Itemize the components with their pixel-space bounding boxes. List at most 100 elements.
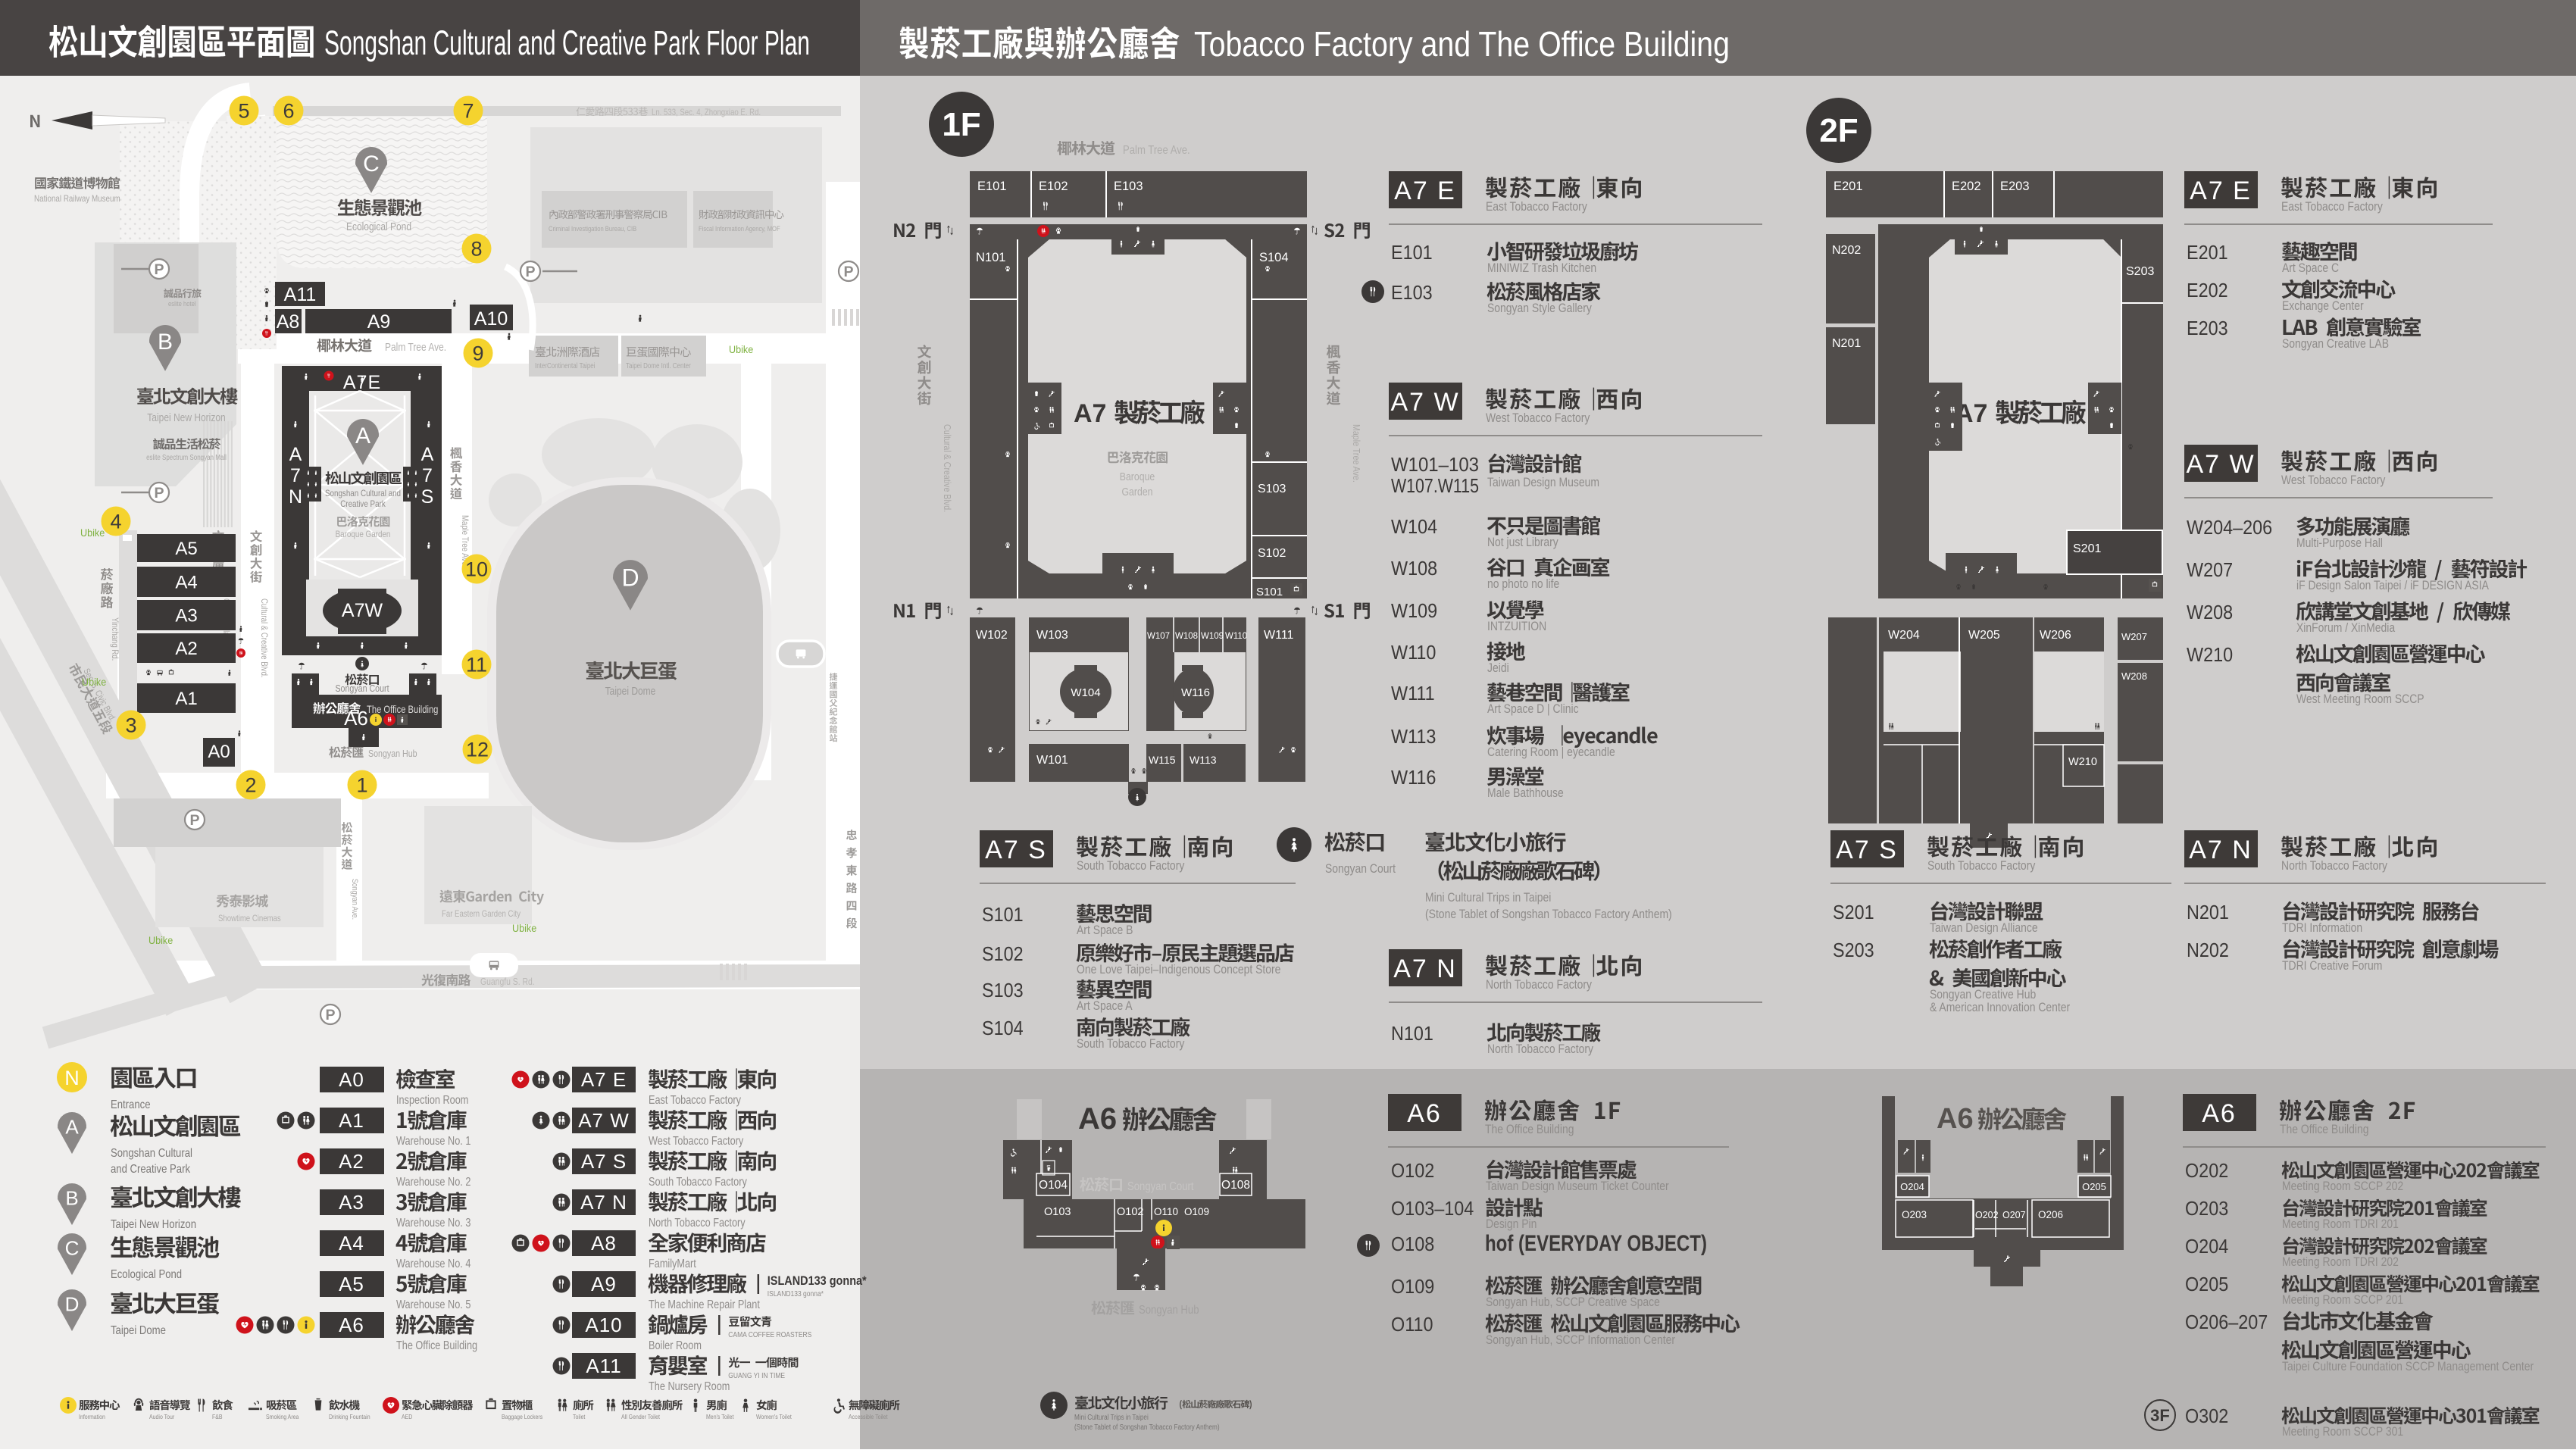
svg-text:Warehouse No. 1: Warehouse No. 1	[396, 1135, 470, 1148]
svg-text:W109: W109	[1391, 599, 1437, 622]
svg-text:Ecological Pond: Ecological Pond	[346, 220, 411, 233]
svg-text:A9: A9	[591, 1273, 617, 1295]
svg-text:CAMA COFFEE ROASTERS: CAMA COFFEE ROASTERS	[728, 1331, 811, 1339]
svg-text:Taipei New Horizon: Taipei New Horizon	[147, 411, 225, 424]
svg-text:F&B: F&B	[212, 1413, 223, 1420]
svg-text:E201: E201	[1834, 180, 1863, 193]
svg-text:MINIWIZ Trash Kitchen: MINIWIZ Trash Kitchen	[1487, 261, 1596, 275]
svg-text:A7 W: A7 W	[2186, 450, 2255, 479]
svg-text:A10: A10	[585, 1314, 622, 1336]
svg-text:W111: W111	[1391, 682, 1435, 705]
svg-text:S101: S101	[982, 903, 1024, 926]
svg-text:1: 1	[356, 774, 367, 797]
svg-text:O102: O102	[1117, 1206, 1143, 1218]
svg-text:The Office Building: The Office Building	[2280, 1122, 2369, 1136]
svg-text:W109: W109	[1201, 632, 1224, 641]
svg-text:Creative Park: Creative Park	[340, 498, 386, 509]
svg-text:Garden: Garden	[1122, 486, 1153, 498]
svg-text:O109: O109	[1184, 1206, 1209, 1217]
svg-text:4: 4	[110, 511, 121, 533]
svg-text:O108: O108	[1391, 1233, 1434, 1255]
svg-text:Not just Library: Not just Library	[1487, 535, 1558, 549]
svg-text:O103: O103	[1044, 1206, 1071, 1218]
svg-text:W204: W204	[1888, 629, 1920, 642]
svg-text:Multi-Purpose Hall: Multi-Purpose Hall	[2296, 536, 2383, 550]
svg-text:TDRI Information: TDRI Information	[2282, 920, 2362, 935]
svg-text:South Tobacco Factory: South Tobacco Factory	[1927, 858, 2036, 873]
svg-text:S201: S201	[1833, 901, 1874, 923]
svg-text:A6: A6	[1078, 1102, 1117, 1136]
svg-text:A2: A2	[339, 1150, 364, 1173]
svg-text:Criminal Investigation Bureau,: Criminal Investigation Bureau, CIB	[549, 225, 636, 233]
svg-text:O206–207: O206–207	[2185, 1311, 2268, 1333]
svg-text:Baroque Garden: Baroque Garden	[336, 529, 391, 539]
svg-text:A1: A1	[175, 689, 197, 709]
svg-text:P: P	[525, 264, 535, 280]
svg-text:West Tobacco Factory: West Tobacco Factory	[649, 1135, 743, 1148]
svg-text:E202: E202	[1952, 180, 1981, 193]
svg-text:A7 S: A7 S	[985, 836, 1047, 864]
svg-text:Accessible Toilet: Accessible Toilet	[849, 1413, 888, 1420]
svg-text:Men's Toilet: Men's Toilet	[706, 1413, 734, 1420]
svg-text:A7 S: A7 S	[581, 1150, 627, 1173]
svg-text:S103: S103	[982, 979, 1024, 1001]
svg-text:A5: A5	[339, 1273, 364, 1295]
svg-text:Songyan Court: Songyan Court	[1127, 1180, 1194, 1193]
svg-text:W204–206: W204–206	[2187, 516, 2272, 539]
svg-text:Taiwan Design Museum: Taiwan Design Museum	[1487, 475, 1599, 489]
svg-text:Taipei New Horizon: Taipei New Horizon	[111, 1218, 196, 1231]
svg-text:Jeidi: Jeidi	[1487, 661, 1509, 675]
svg-text:North Tobacco Factory: North Tobacco Factory	[1487, 1042, 1593, 1056]
svg-text:Yinchang Rd.: Yinchang Rd.	[110, 617, 120, 661]
svg-text:Songyan Court: Songyan Court	[1325, 861, 1396, 876]
svg-text:A7: A7	[1074, 399, 1106, 428]
svg-text:Warehouse No. 3: Warehouse No. 3	[396, 1217, 470, 1230]
svg-text:W107.W115: W107.W115	[1391, 474, 1479, 497]
svg-text:Art Space A: Art Space A	[1077, 998, 1133, 1013]
svg-text:W101: W101	[1036, 754, 1068, 767]
svg-text:eslite hotel: eslite hotel	[168, 300, 196, 308]
svg-text:A6: A6	[1407, 1099, 1442, 1128]
svg-text:Ubike: Ubike	[80, 527, 105, 539]
svg-text:1F: 1F	[942, 106, 980, 143]
svg-text:E202: E202	[2187, 279, 2228, 302]
svg-text:C: C	[65, 1236, 80, 1259]
svg-text:Ubike: Ubike	[729, 343, 753, 355]
svg-text:Catering Room | eyecandle: Catering Room | eyecandle	[1487, 745, 1615, 759]
svg-text:One Love Taipei–Indigenous Con: One Love Taipei–Indigenous Concept Store	[1077, 962, 1280, 976]
svg-text:S104: S104	[1259, 251, 1289, 264]
svg-text:Mini Cultural Trips in Taipei: Mini Cultural Trips in Taipei	[1074, 1414, 1149, 1422]
svg-text:ISLAND133 gonna*: ISLAND133 gonna*	[767, 1273, 867, 1288]
svg-text:W115: W115	[1149, 754, 1176, 766]
svg-text:Mini Cultural Trips in Taipei: Mini Cultural Trips in Taipei	[1425, 890, 1551, 905]
svg-text:A4: A4	[339, 1232, 364, 1255]
svg-text:W116: W116	[1391, 766, 1436, 789]
svg-text:East Tobacco Factory: East Tobacco Factory	[2281, 199, 2383, 214]
svg-text:Songyan Creative LAB: Songyan Creative LAB	[2282, 336, 2389, 351]
svg-text:A7W: A7W	[342, 600, 383, 621]
svg-text:N201: N201	[1832, 337, 1861, 350]
svg-text:E102: E102	[1039, 180, 1068, 193]
svg-text:Baroque: Baroque	[1120, 470, 1155, 483]
svg-text:W113: W113	[1190, 754, 1217, 766]
svg-text:W104: W104	[1071, 686, 1100, 699]
svg-text:A: A	[65, 1115, 79, 1138]
svg-text:Inspection Room: Inspection Room	[396, 1094, 468, 1107]
svg-text:C: C	[363, 152, 380, 177]
svg-text:S: S	[421, 486, 434, 508]
svg-text:A3: A3	[339, 1191, 364, 1214]
svg-text:E103: E103	[1114, 180, 1143, 193]
svg-text:N: N	[64, 1067, 80, 1089]
svg-text:N: N	[289, 486, 302, 508]
svg-text:E201: E201	[2187, 241, 2228, 264]
svg-text:Taiwan Design Alliance: Taiwan Design Alliance	[1930, 920, 2038, 935]
svg-text:Art Space D | Clinic: Art Space D | Clinic	[1487, 702, 1579, 716]
svg-text:5: 5	[238, 100, 249, 123]
svg-text:Meeting Room SCCP 301: Meeting Room SCCP 301	[2282, 1424, 2403, 1439]
svg-text:O204: O204	[1900, 1181, 1924, 1192]
svg-text:South Tobacco Factory: South Tobacco Factory	[1077, 1036, 1185, 1051]
svg-text:Baggage Lockers: Baggage Lockers	[502, 1413, 542, 1420]
svg-text:Male Bathhouse: Male Bathhouse	[1487, 786, 1564, 800]
svg-text:Songshan Cultural: Songshan Cultural	[111, 1147, 192, 1160]
svg-text:6: 6	[283, 100, 294, 123]
